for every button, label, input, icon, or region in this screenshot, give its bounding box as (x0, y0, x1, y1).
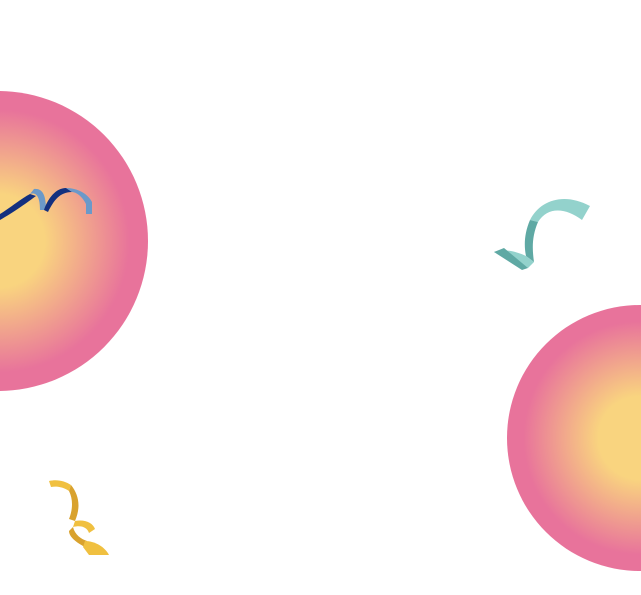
gradient-orb-right (507, 305, 641, 571)
gold-ribbon-icon (49, 480, 109, 555)
teal-ribbon-icon (494, 198, 590, 270)
gradient-orb-left (0, 91, 148, 391)
blue-ribbon-icon (0, 188, 92, 220)
